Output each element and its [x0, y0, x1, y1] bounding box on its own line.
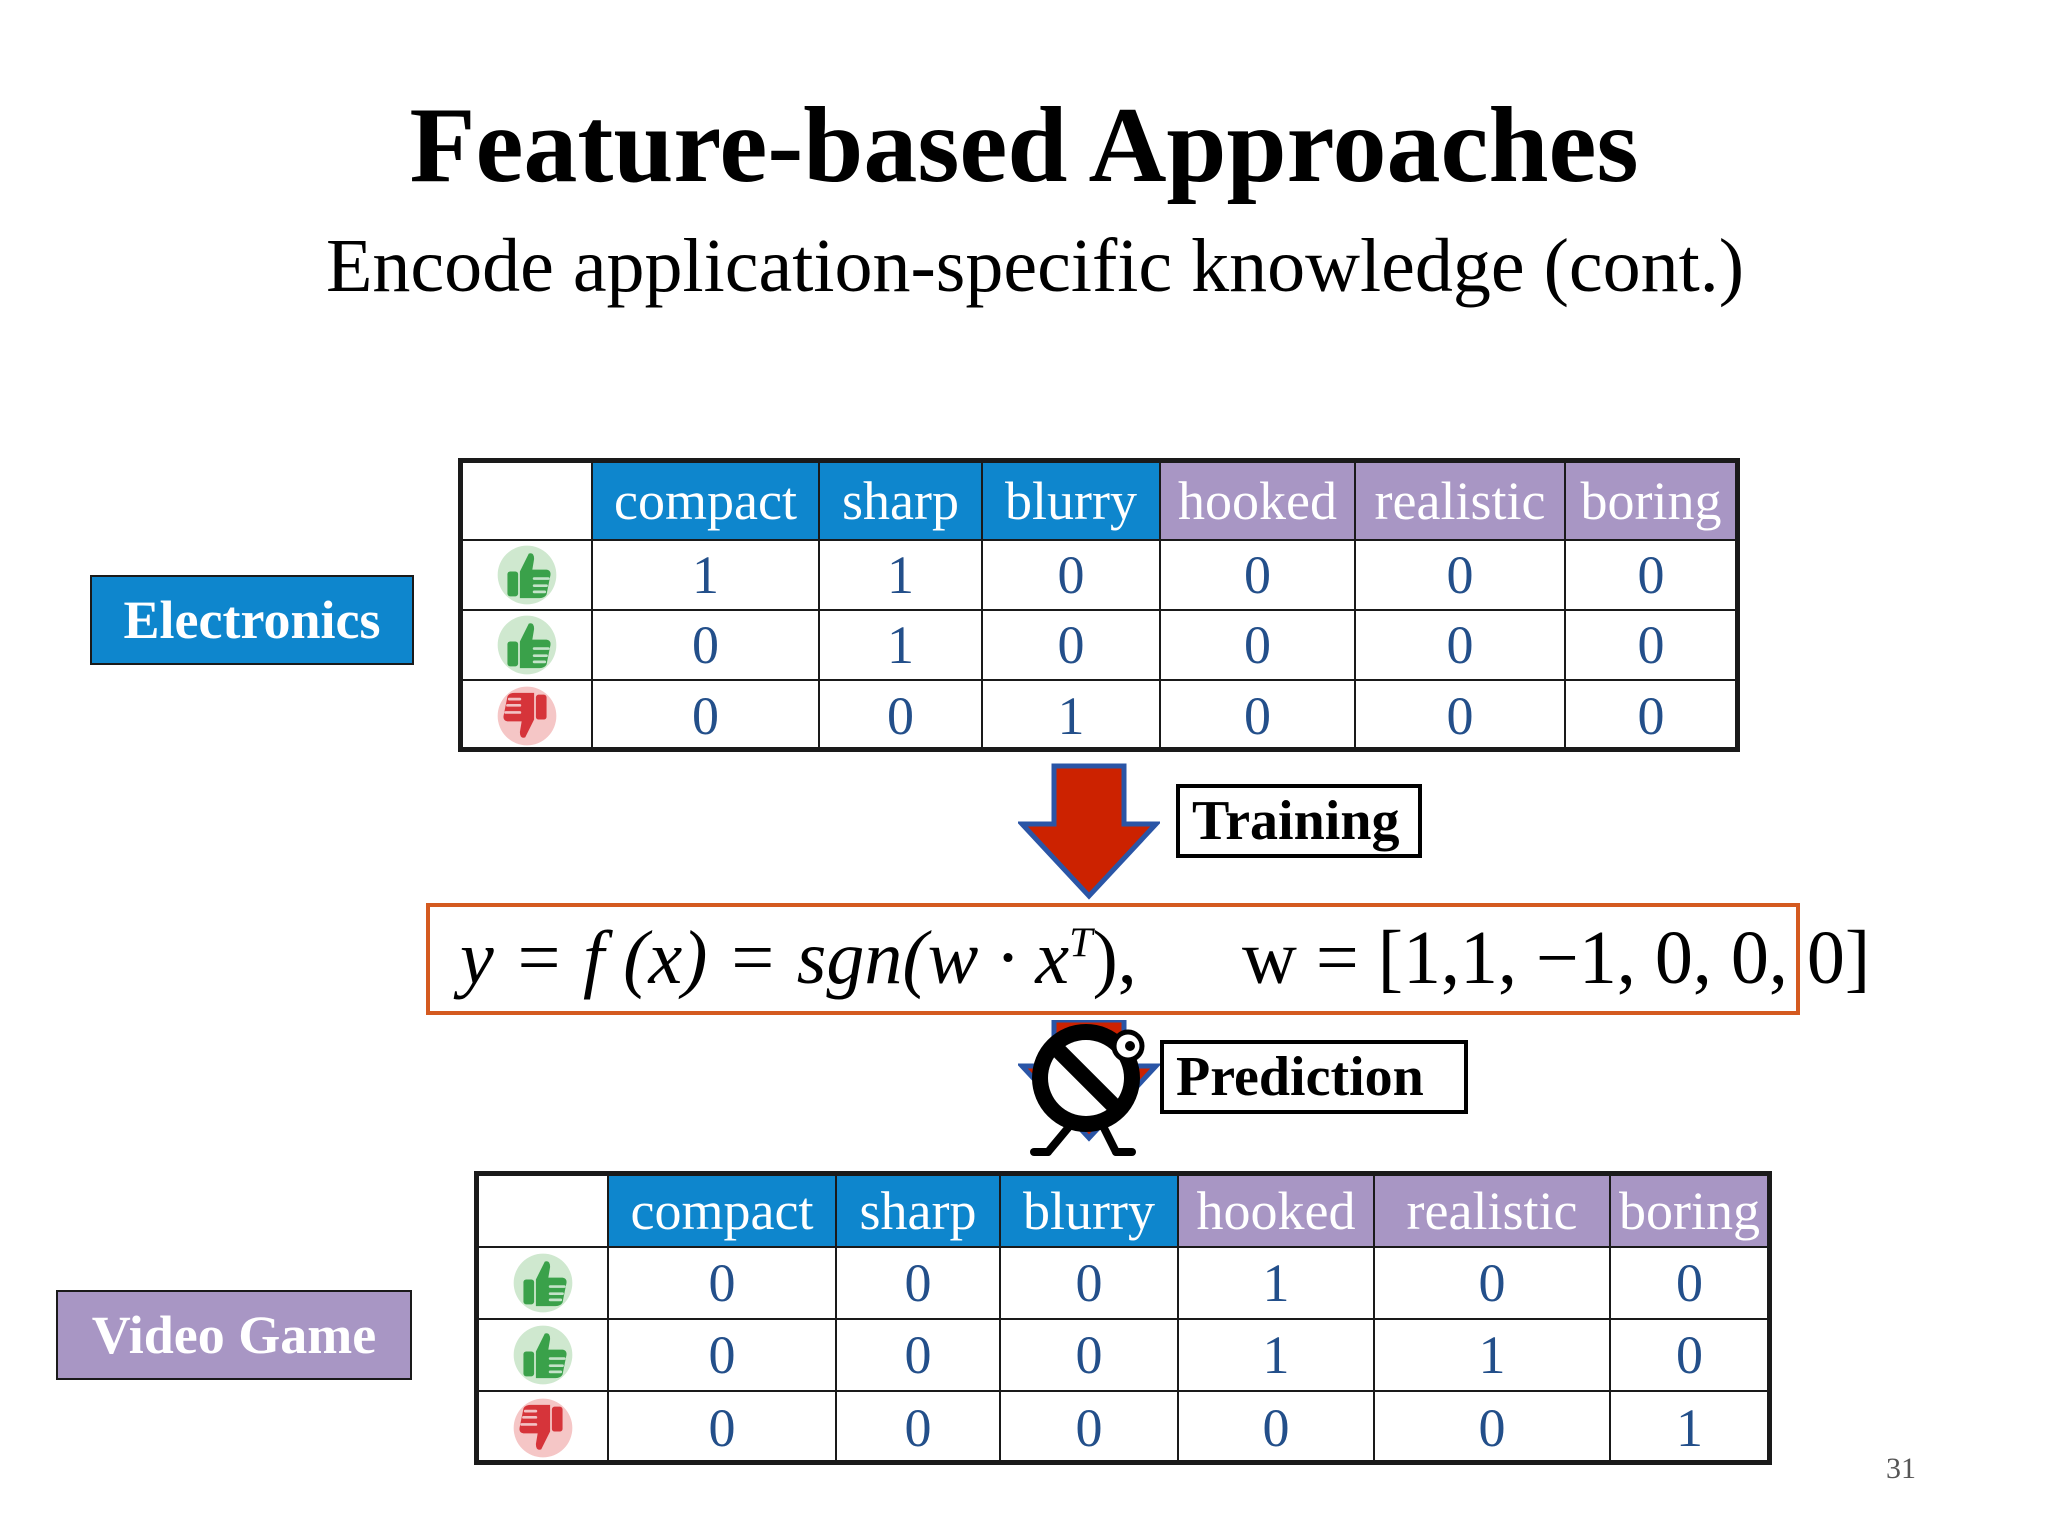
training-arrow-icon [1018, 763, 1160, 900]
thumbs-up-icon [478, 1246, 608, 1319]
electronics-feature-table: compact sharp blurry hooked realistic bo… [462, 462, 1736, 750]
table-cell: 1 [1609, 1390, 1768, 1463]
table-cell: 0 [1564, 609, 1736, 680]
formula-left-text: y = f (x) = sgn(w · x [460, 916, 1070, 1000]
column-header-hooked: hooked [1177, 1175, 1374, 1247]
table-cell: 1 [818, 609, 982, 680]
table-cell: 1 [818, 539, 982, 610]
column-header-realistic: realistic [1373, 1175, 1610, 1247]
column-header-boring: boring [1609, 1175, 1768, 1247]
table-cell: 0 [981, 539, 1160, 610]
table-cell: 1 [981, 679, 1160, 750]
thumbs-down-icon [478, 1390, 608, 1463]
table-cell: 0 [1159, 539, 1355, 610]
table-cell: 0 [607, 1390, 836, 1463]
column-header-boring: boring [1564, 462, 1736, 540]
table-cell: 0 [1159, 679, 1355, 750]
table-cell: 0 [591, 609, 819, 680]
table-cell: 0 [835, 1246, 1000, 1319]
video-game-label: Video Game [56, 1290, 412, 1380]
column-header-blurry: blurry [999, 1175, 1178, 1247]
formula-left-end: ), [1092, 916, 1137, 1000]
table-cell: 1 [1177, 1318, 1374, 1391]
training-label: Training [1176, 784, 1422, 858]
table-cell: 0 [591, 679, 819, 750]
table-cell: 0 [1159, 609, 1355, 680]
table-cell: 0 [607, 1246, 836, 1319]
column-header-compact: compact [607, 1175, 836, 1247]
table-cell: 0 [1354, 539, 1565, 610]
electronics-label: Electronics [90, 575, 414, 665]
table-cell: 0 [981, 609, 1160, 680]
column-header-blurry: blurry [981, 462, 1160, 540]
video-game-feature-table: compact sharp blurry hooked realistic bo… [478, 1175, 1768, 1463]
slide-subtitle: Encode application-specific knowledge (c… [325, 224, 1745, 308]
slide-title: Feature-based Approaches [409, 86, 1639, 205]
table-cell: 1 [1373, 1318, 1610, 1391]
table-cell: 0 [1373, 1246, 1610, 1319]
table-cell: 0 [1609, 1246, 1768, 1319]
model-formula: y = f (x) = sgn(w · xT), w = [1,1, −1, 0… [426, 903, 1870, 1015]
thumbs-up-icon [462, 539, 592, 610]
table-cell: 0 [1609, 1318, 1768, 1391]
table-cell: 0 [1354, 609, 1565, 680]
table-cell: 0 [835, 1390, 1000, 1463]
formula-weights: w = [1,1, −1, 0, 0, 0] [1242, 916, 1871, 1000]
thumbs-up-icon [462, 609, 592, 680]
formula-superscript: T [1069, 920, 1093, 967]
column-header-hooked: hooked [1159, 462, 1355, 540]
thumbs-down-icon [462, 679, 592, 750]
table-cell: 0 [607, 1318, 836, 1391]
table-cell: 1 [1177, 1246, 1374, 1319]
table-cell: 0 [999, 1390, 1178, 1463]
table-cell: 0 [1177, 1390, 1374, 1463]
table-cell: 0 [1354, 679, 1565, 750]
blocked-prediction-icon [1018, 1020, 1162, 1156]
table-cell: 0 [835, 1318, 1000, 1391]
table-cell: 0 [999, 1246, 1178, 1319]
column-header-compact: compact [591, 462, 819, 540]
table-cell: 0 [1564, 679, 1736, 750]
table-corner [462, 462, 592, 540]
table-cell: 0 [1373, 1390, 1610, 1463]
table-cell: 1 [591, 539, 819, 610]
page-number: 31 [1886, 1452, 1916, 1485]
table-corner [478, 1175, 608, 1247]
table-cell: 0 [818, 679, 982, 750]
column-header-realistic: realistic [1354, 462, 1565, 540]
formula-function: y = f (x) = sgn(w · xT), [460, 915, 1137, 1002]
prediction-label: Prediction [1160, 1040, 1468, 1114]
column-header-sharp: sharp [818, 462, 982, 540]
column-header-sharp: sharp [835, 1175, 1000, 1247]
thumbs-up-icon [478, 1318, 608, 1391]
table-cell: 0 [1564, 539, 1736, 610]
table-cell: 0 [999, 1318, 1178, 1391]
